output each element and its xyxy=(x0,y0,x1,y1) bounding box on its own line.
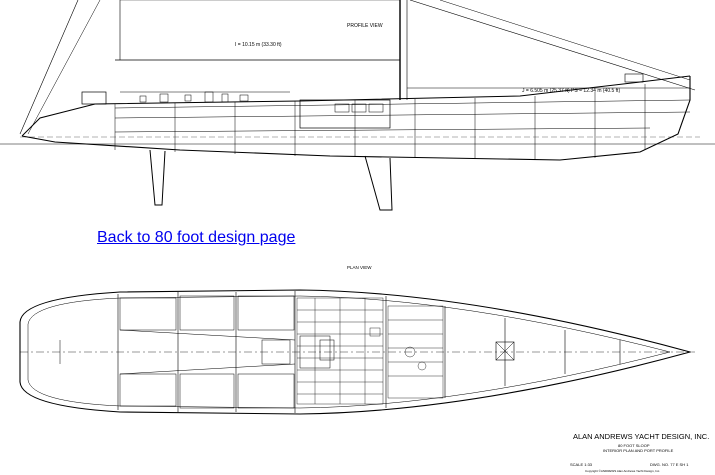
copyright-note: Copyright ©ANDREWS Alan Andrews Yacht De… xyxy=(585,469,660,473)
plan-bulkheads xyxy=(117,291,621,413)
backstay-line xyxy=(19,0,79,135)
profile-dim-upper: I = 10.15 m (33.30 ft) xyxy=(235,42,282,48)
profile-dim-lower: J = 6.505 m (25.37 ft) PS = 12.34 m (40.… xyxy=(522,88,620,94)
title-line-1: 80 FOOT SLOOP xyxy=(618,443,650,448)
rudder xyxy=(149,149,166,206)
deck-fittings xyxy=(120,91,290,103)
title-line-2: INTERIOR PLAN AND PORT PROFILE xyxy=(603,448,674,453)
headsail-luff xyxy=(439,0,691,81)
cabin-window xyxy=(334,103,350,113)
keel-fin xyxy=(364,155,393,211)
cabin-window-2 xyxy=(351,103,367,113)
plan-view xyxy=(19,289,695,415)
profile-view xyxy=(0,0,715,211)
deck-line xyxy=(21,75,691,137)
backstay-line-2 xyxy=(27,0,101,135)
mast-partner xyxy=(495,341,515,361)
scale-label: SCALE 1:33 xyxy=(570,462,593,467)
forestay-line xyxy=(409,0,696,91)
cockpit-console xyxy=(261,335,335,369)
hull-outline xyxy=(21,76,691,161)
plan-deck-inner xyxy=(27,295,671,409)
cabin-window-3 xyxy=(368,103,384,113)
bow-hatch xyxy=(624,73,644,83)
title-block: ALAN ANDREWS YACHT DESIGN, INC. 80 FOOT … xyxy=(570,432,709,473)
drawing-number: DWG. NO. 77 E SH 1 xyxy=(650,462,689,467)
saloon-floor xyxy=(296,297,384,405)
plan-view-title: PLAN VIEW xyxy=(347,265,372,270)
company-name: ALAN ANDREWS YACHT DESIGN, INC. xyxy=(573,432,709,441)
profile-view-title: PROFILE VIEW xyxy=(347,23,383,29)
plan-hull-outline xyxy=(19,289,693,415)
cabin-house xyxy=(299,99,391,129)
helm-pedestal xyxy=(81,91,107,105)
back-to-design-page-link[interactable]: Back to 80 foot design page xyxy=(97,229,296,246)
plan-berths xyxy=(119,295,296,409)
profile-bulkheads xyxy=(114,84,691,160)
sheer-line xyxy=(114,99,691,109)
galley-area xyxy=(369,305,444,399)
